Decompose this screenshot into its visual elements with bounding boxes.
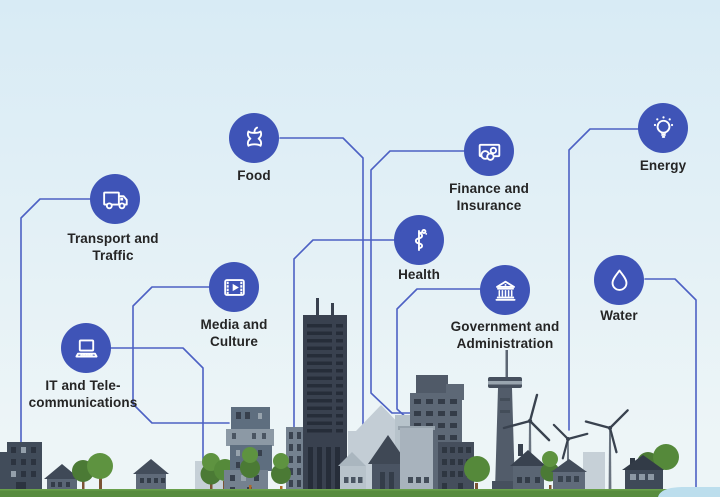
column-tree — [271, 453, 291, 492]
grass-ground — [0, 489, 720, 497]
grass-highlight — [0, 489, 720, 491]
sector-label: Energy — [639, 158, 687, 173]
water-bubble[interactable] — [594, 255, 644, 305]
apartment-building-left — [7, 442, 42, 492]
money-icon — [478, 143, 500, 161]
government-bubble[interactable] — [480, 265, 530, 315]
food-bubble[interactable] — [229, 113, 279, 163]
water-drop-icon — [611, 269, 627, 291]
connector-government — [396, 288, 482, 423]
apple-core-icon — [246, 126, 262, 147]
sector-label: Media and Culture — [200, 317, 268, 349]
edge-building — [0, 452, 9, 497]
it-bubble[interactable] — [61, 323, 111, 373]
light-front-house — [338, 452, 366, 491]
aesculapian-staff-icon — [414, 228, 427, 251]
sector-label: Food — [237, 168, 271, 183]
transport-bubble[interactable] — [90, 174, 140, 224]
house — [133, 459, 169, 491]
house — [622, 455, 664, 491]
connector-media — [132, 286, 230, 424]
media-bubble[interactable] — [209, 262, 259, 312]
laptop-icon — [74, 339, 98, 357]
sector-label: Government and Administration — [450, 319, 560, 351]
connector-finance — [370, 150, 466, 414]
sector-label: Finance and Insurance — [449, 181, 529, 213]
connector-it — [110, 347, 204, 463]
wind-turbine — [584, 409, 629, 490]
column-tree — [240, 447, 260, 492]
house — [510, 444, 546, 491]
connector-food — [279, 137, 364, 430]
health-bubble[interactable] — [394, 215, 444, 265]
light-bulb-icon — [653, 115, 673, 138]
round-tree — [464, 456, 490, 492]
connector-transport — [20, 198, 92, 444]
trees — [72, 453, 113, 491]
skyscraper — [303, 298, 347, 497]
finance-bubble[interactable] — [464, 126, 514, 176]
government-building-icon — [495, 280, 515, 301]
tv-tower — [488, 350, 522, 490]
sector-label: Water — [600, 308, 638, 323]
connector-lines — [20, 128, 697, 490]
sector-label: Transport and Traffic — [67, 231, 159, 263]
gray-midrise — [286, 427, 306, 497]
connector-water — [644, 278, 697, 490]
sector-label: IT and Tele- communications — [28, 378, 138, 410]
pale-building — [398, 426, 435, 490]
energy-bubble[interactable] — [638, 103, 688, 153]
truck-icon — [102, 191, 128, 209]
sector-label: Health — [398, 267, 440, 282]
connector-health — [293, 239, 396, 429]
house — [551, 459, 587, 491]
house — [44, 464, 80, 491]
film-strip-icon — [223, 278, 245, 296]
pond — [658, 487, 720, 497]
connector-energy — [568, 128, 639, 431]
